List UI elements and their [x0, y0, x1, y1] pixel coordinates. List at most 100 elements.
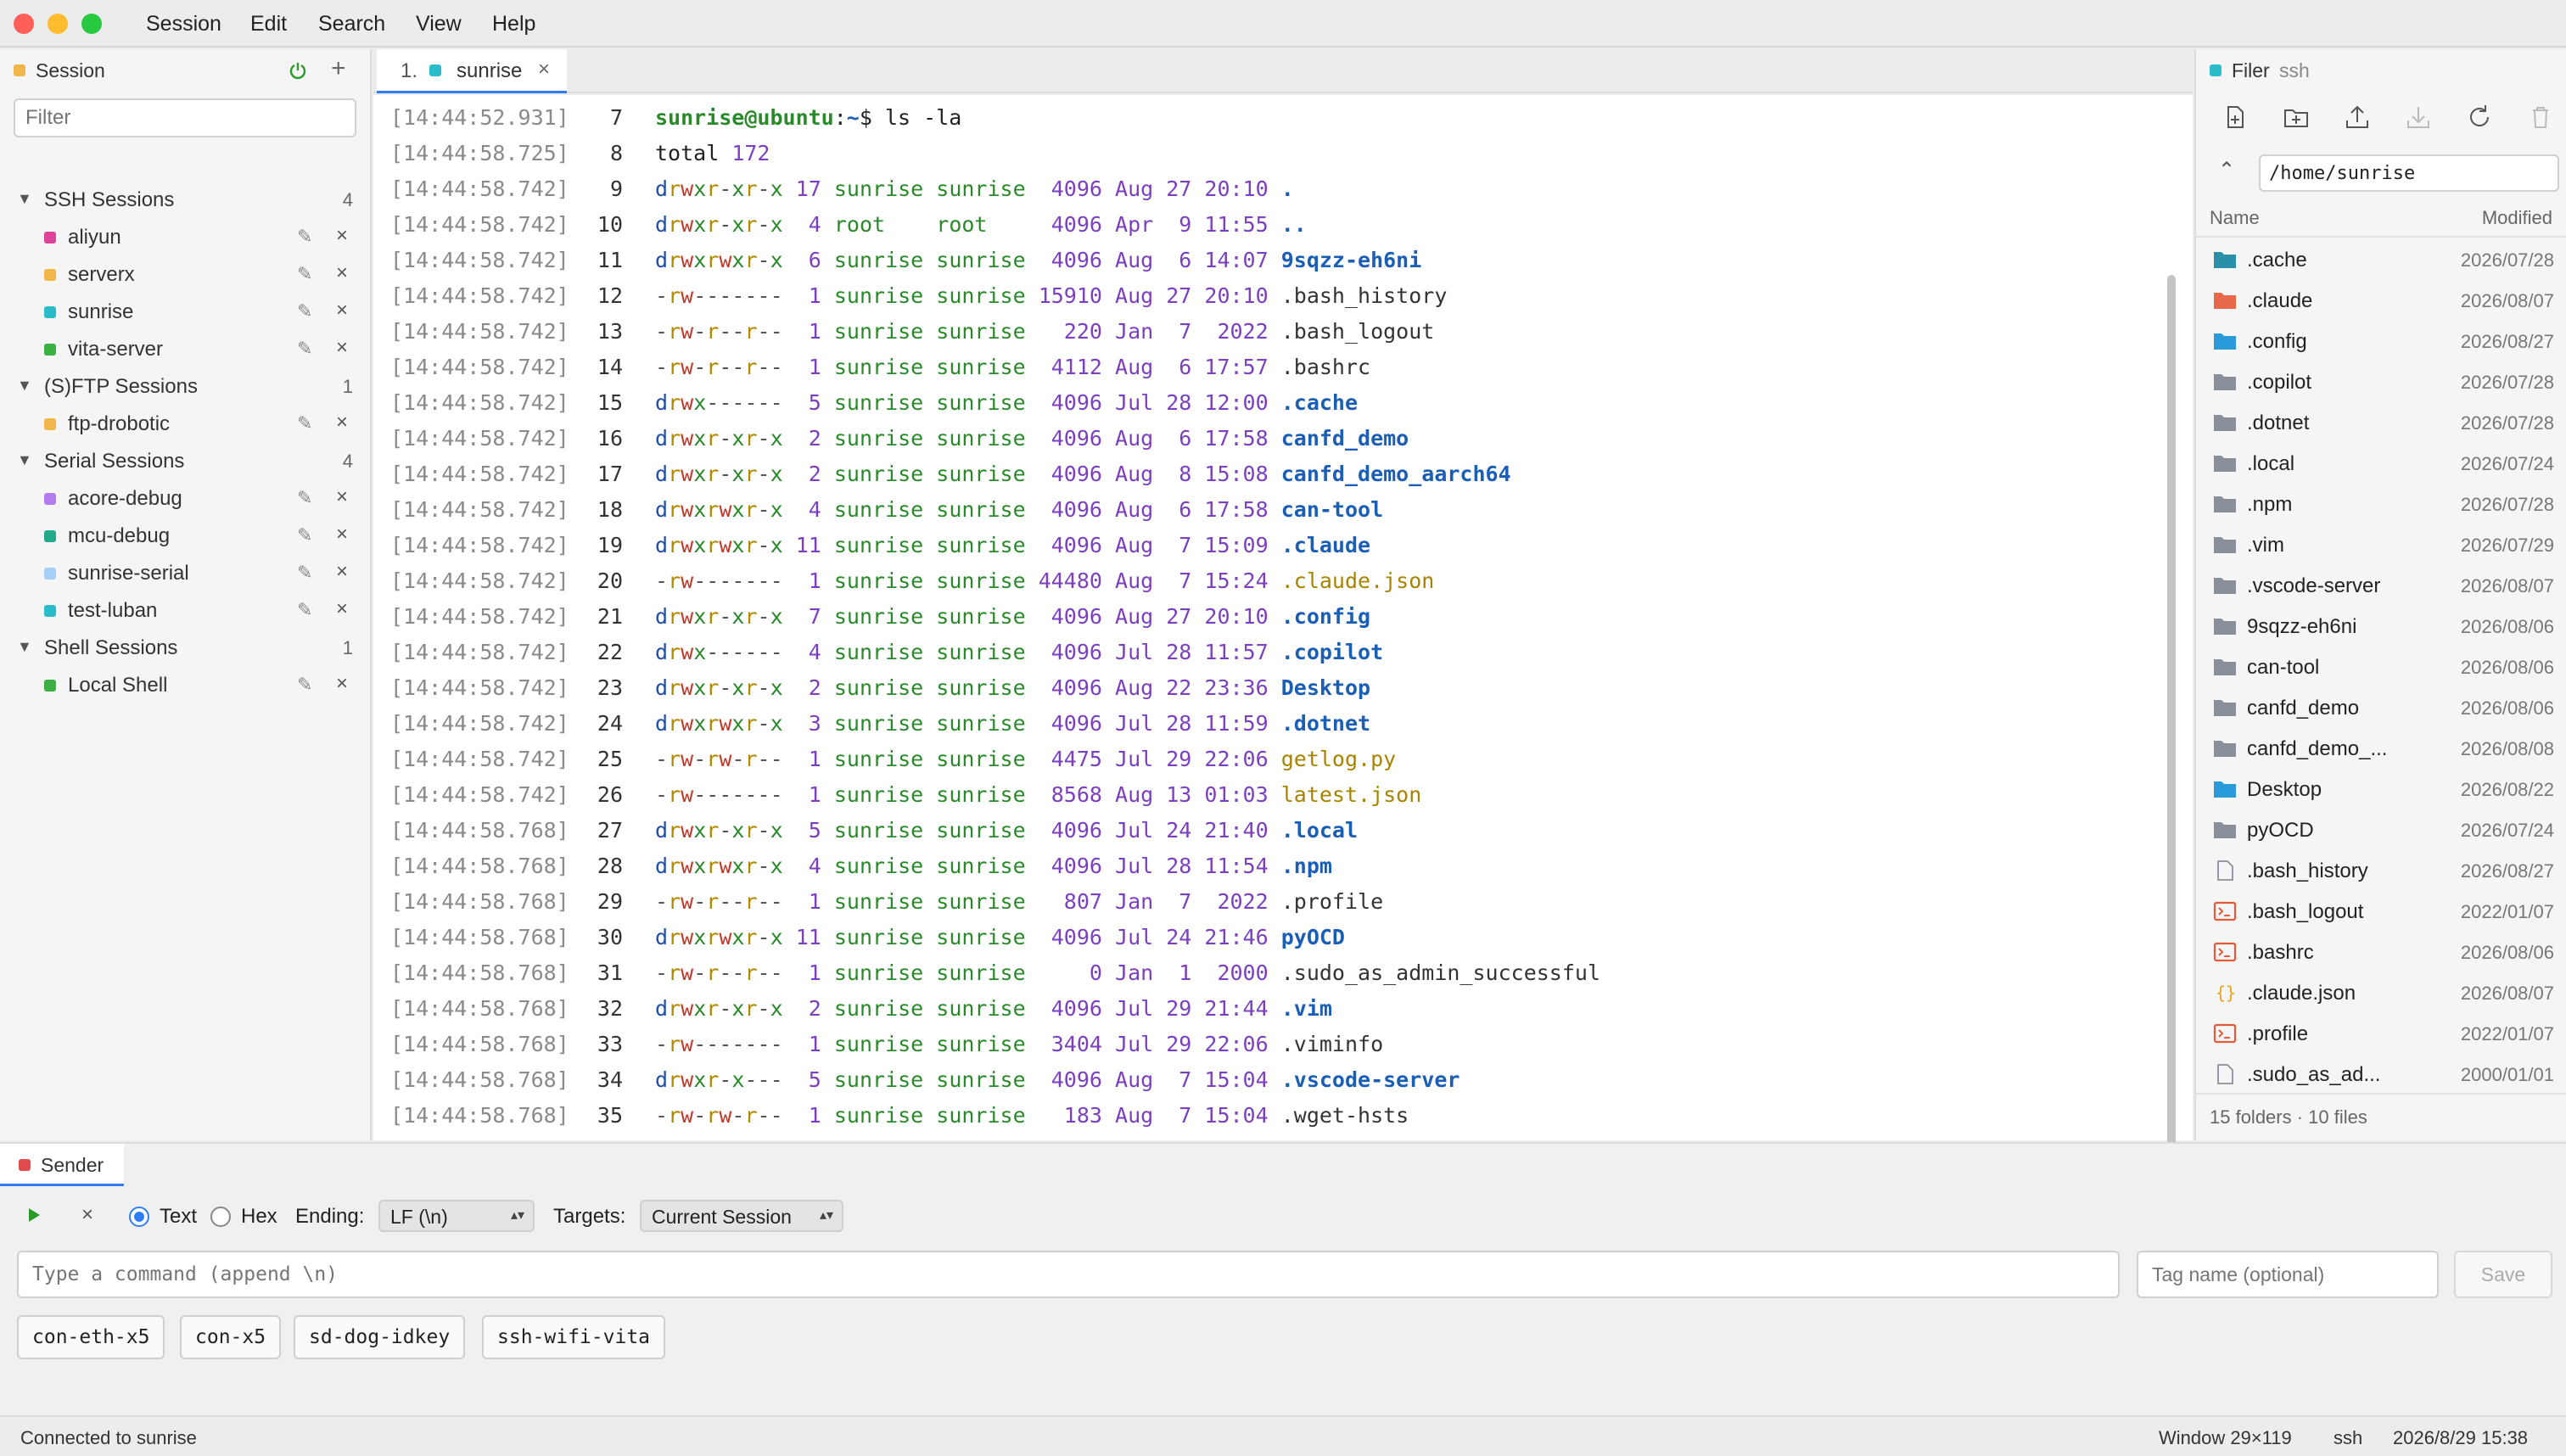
edit-pencil-icon[interactable]: ✎	[297, 487, 313, 508]
quick-command-button[interactable]: con-x5	[180, 1315, 282, 1359]
file-row[interactable]: .sudo_as_ad...2000/01/01	[2196, 1054, 2566, 1095]
file-name: canfd_demo	[2247, 697, 2360, 720]
remove-session-icon[interactable]: ×	[336, 336, 349, 359]
new-folder-icon[interactable]	[2279, 100, 2313, 134]
tab-close-icon[interactable]: ×	[538, 58, 551, 81]
session-item[interactable]: vita-server✎×	[0, 331, 372, 368]
tab-sunrise[interactable]: 1. sunrise ×	[377, 49, 567, 93]
column-modified[interactable]: Modified	[2481, 207, 2552, 228]
power-icon[interactable]	[289, 61, 307, 80]
close-window-button[interactable]	[14, 14, 34, 34]
remove-session-icon[interactable]: ×	[336, 560, 349, 583]
remove-session-icon[interactable]: ×	[336, 261, 349, 284]
session-item[interactable]: serverx✎×	[0, 256, 372, 294]
line-ending-select[interactable]: LF (\n) ▴▾	[378, 1200, 535, 1232]
session-item[interactable]: acore-debug✎×	[0, 480, 372, 518]
clear-icon[interactable]: ×	[81, 1203, 94, 1226]
terminal-scrollbar[interactable]	[2167, 275, 2176, 1200]
edit-pencil-icon[interactable]: ✎	[297, 263, 313, 284]
session-item[interactable]: sunrise-serial✎×	[0, 555, 372, 592]
expand-triangle-icon[interactable]: ▼	[17, 377, 32, 394]
download-icon[interactable]	[2401, 100, 2435, 134]
remove-session-icon[interactable]: ×	[336, 485, 349, 508]
expand-triangle-icon[interactable]: ▼	[17, 451, 32, 468]
quick-command-button[interactable]: ssh-wifi-vita	[482, 1315, 666, 1359]
save-button[interactable]: Save	[2454, 1251, 2552, 1298]
menu-help[interactable]: Help	[492, 12, 536, 36]
refresh-icon[interactable]	[2462, 100, 2496, 134]
edit-pencil-icon[interactable]: ✎	[297, 674, 313, 695]
remove-session-icon[interactable]: ×	[336, 672, 349, 695]
menu-view[interactable]: View	[416, 12, 462, 36]
quick-command-button[interactable]: sd-dog-idkey	[294, 1315, 466, 1359]
remove-session-icon[interactable]: ×	[336, 299, 349, 322]
remove-session-icon[interactable]: ×	[336, 597, 349, 620]
delete-icon[interactable]	[2524, 100, 2558, 134]
edit-pencil-icon[interactable]: ✎	[297, 524, 313, 546]
edit-pencil-icon[interactable]: ✎	[297, 300, 313, 322]
path-input[interactable]: /home/sunrise	[2259, 154, 2559, 192]
remove-session-icon[interactable]: ×	[336, 224, 349, 247]
edit-pencil-icon[interactable]: ✎	[297, 599, 313, 620]
edit-pencil-icon[interactable]: ✎	[297, 412, 313, 434]
file-row[interactable]: canfd_demo_...2026/08/08	[2196, 728, 2566, 769]
hex-mode-radio[interactable]	[210, 1207, 231, 1227]
edit-pencil-icon[interactable]: ✎	[297, 562, 313, 583]
targets-select[interactable]: Current Session ▴▾	[640, 1200, 843, 1232]
session-item[interactable]: aliyun✎×	[0, 219, 372, 256]
column-name[interactable]: Name	[2210, 207, 2260, 228]
session-filter-input[interactable]	[14, 98, 356, 137]
edit-pencil-icon[interactable]: ✎	[297, 226, 313, 247]
quick-command-button[interactable]: con-eth-x5	[17, 1315, 165, 1359]
expand-triangle-icon[interactable]: ▼	[17, 638, 32, 655]
send-play-icon[interactable]	[25, 1207, 42, 1224]
session-item[interactable]: sunrise✎×	[0, 294, 372, 331]
parent-directory-icon[interactable]: ⌃	[2218, 159, 2236, 182]
command-input[interactable]	[17, 1251, 2120, 1298]
add-session-icon[interactable]: +	[331, 54, 346, 82]
menu-edit[interactable]: Edit	[250, 12, 288, 36]
expand-triangle-icon[interactable]: ▼	[17, 190, 32, 207]
session-item[interactable]: mcu-debug✎×	[0, 518, 372, 555]
upload-icon[interactable]	[2340, 100, 2374, 134]
tab-sender[interactable]: Sender	[0, 1144, 124, 1186]
new-file-icon[interactable]	[2218, 100, 2252, 134]
text-mode-radio[interactable]	[129, 1207, 149, 1227]
remove-session-icon[interactable]: ×	[336, 411, 349, 434]
session-item[interactable]: ftp-drobotic✎×	[0, 406, 372, 443]
menu-session[interactable]: Session	[146, 12, 221, 36]
session-item[interactable]: test-luban✎×	[0, 592, 372, 630]
menu-search[interactable]: Search	[318, 12, 386, 36]
edit-pencil-icon[interactable]: ✎	[297, 338, 313, 359]
minimize-window-button[interactable]	[48, 14, 68, 34]
session-item[interactable]: Local Shell✎×	[0, 667, 372, 704]
zoom-window-button[interactable]	[81, 14, 102, 34]
remove-session-icon[interactable]: ×	[336, 523, 349, 546]
tag-name-input[interactable]	[2137, 1251, 2439, 1298]
